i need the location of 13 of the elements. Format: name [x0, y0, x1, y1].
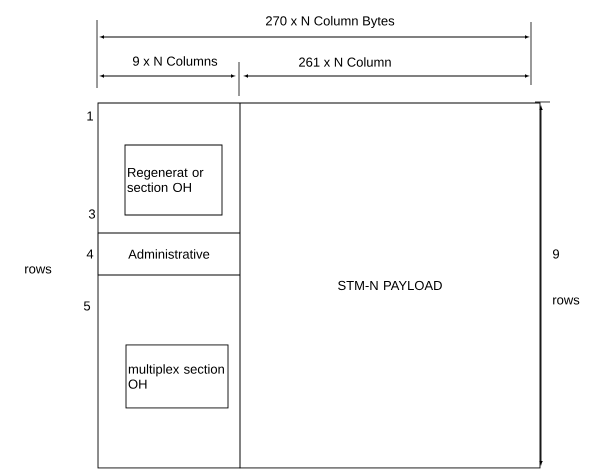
row-number: 5 — [84, 301, 90, 311]
section-box: Regenerat or section OH — [124, 144, 222, 216]
row-number: 3 — [88, 209, 96, 219]
row-number: 9 — [553, 249, 559, 259]
section-box: multiplex section OH — [126, 344, 228, 408]
dimension-label: 9 x N Columns — [133, 56, 218, 66]
axis-label: rows — [553, 297, 580, 305]
overhead-band: Administrative — [98, 232, 240, 276]
dimension-label: 261 x N Column — [299, 57, 391, 67]
row-number: 1 — [87, 112, 93, 120]
dimension-label: 270 x N Column Bytes — [266, 16, 394, 28]
axis-label: rows — [25, 266, 52, 274]
payload-region: STM-N PAYLOAD — [240, 102, 540, 468]
